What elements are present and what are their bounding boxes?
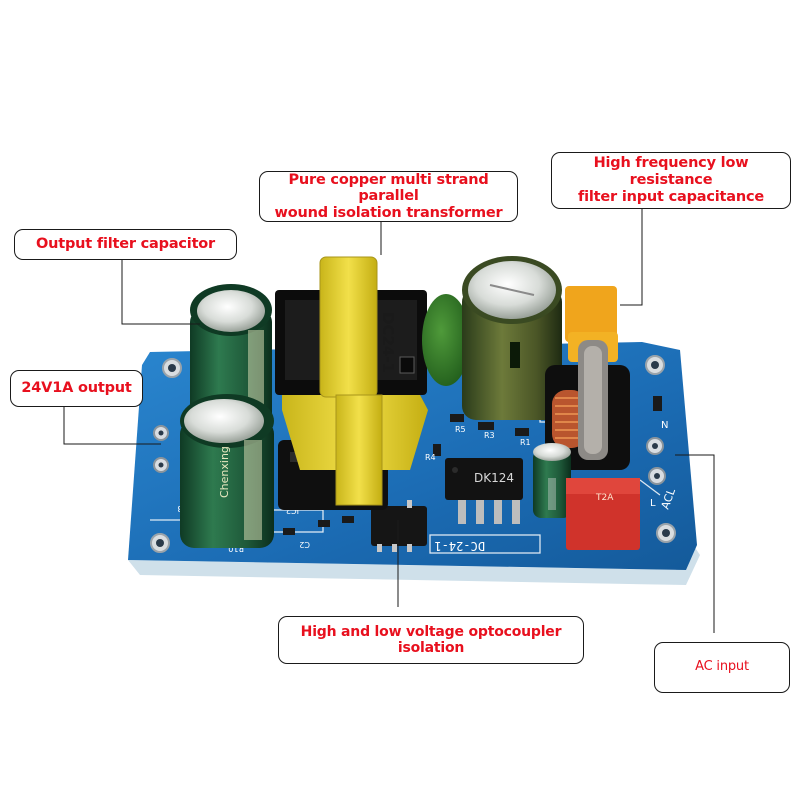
- callout-high-frequency: High frequency low resistance filter inp…: [551, 152, 791, 209]
- callout-optocoupler: High and low voltage optocoupler isolati…: [278, 616, 584, 664]
- input-capacitor: [462, 256, 562, 420]
- board-id-label: DC-24-1: [434, 539, 485, 553]
- mounting-holes: [150, 355, 676, 553]
- y-capacitor: [422, 294, 470, 386]
- callout-transformer: Pure copper multi strand parallel wound …: [259, 171, 518, 222]
- pcb-edge: [128, 540, 700, 585]
- controller-ic: [445, 458, 523, 524]
- callout-transformer-line2: wound isolation transformer: [274, 204, 503, 221]
- fuse-label: T2A: [595, 493, 614, 503]
- output-capacitor-front: [180, 394, 274, 548]
- ref-r1: R1: [520, 438, 531, 447]
- callout-output-filter: Output filter capacitor: [14, 229, 237, 260]
- terminal-n-label: N: [661, 420, 668, 431]
- callout-high-frequency-line1: High frequency low resistance: [593, 155, 749, 189]
- callout-ac-input: AC input: [654, 642, 790, 693]
- ref-r10: R10: [228, 544, 244, 553]
- callout-high-frequency-line2: filter input capacitance: [578, 188, 764, 205]
- ac-input-pads: [646, 437, 666, 485]
- output-pads: [153, 425, 169, 473]
- callout-transformer-line1: Pure copper multi strand parallel: [288, 171, 489, 205]
- ref-r3: R3: [484, 431, 495, 440]
- terminal-l-label: L: [650, 498, 656, 509]
- ref-ic2: IC2: [286, 506, 299, 515]
- ref-r5: R5: [455, 425, 466, 434]
- callout-output-rating: 24V1A output: [10, 370, 143, 407]
- leader-lines: [63, 209, 715, 633]
- fuse: [566, 478, 640, 550]
- transformer: [275, 256, 428, 506]
- capacitor-brand: Chenxing: [218, 446, 231, 498]
- ref-c2: C2: [299, 540, 310, 549]
- ref-r4: R4: [425, 453, 436, 462]
- small-capacitor: [533, 443, 571, 518]
- common-mode-choke: [545, 340, 630, 470]
- ic-marking: DK124: [474, 471, 514, 485]
- transformer-label: DC24-1: [379, 312, 397, 373]
